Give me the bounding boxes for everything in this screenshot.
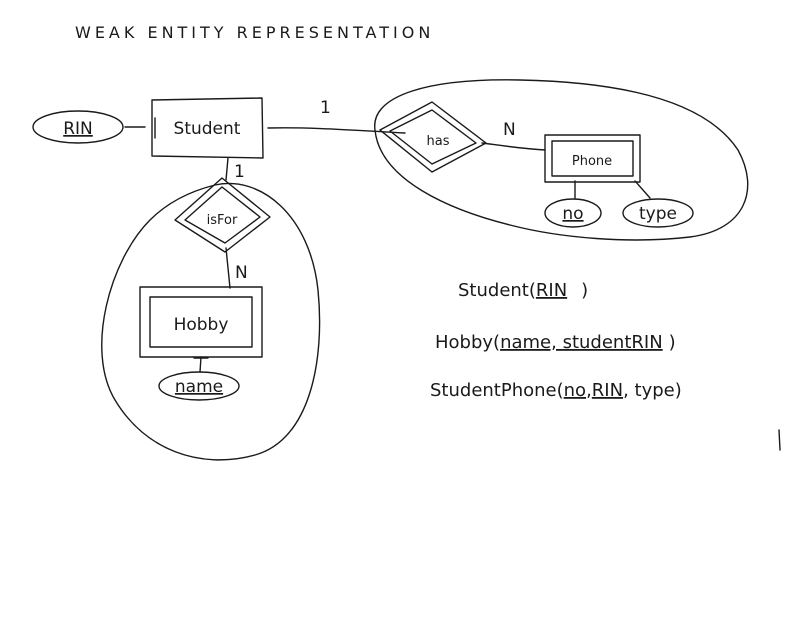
cardinality-student-has: 1 [320,98,331,118]
relationship-has-outer [379,101,487,173]
attribute-rin-ellipse [32,110,124,144]
cardinality-has-phone: N [503,120,516,140]
entity-hobby-inner [149,296,253,348]
hobby-group-ellipse [101,182,321,461]
attribute-no: no [562,204,583,224]
line-student-isfor [225,157,229,181]
cardinality-student-isfor: 1 [234,162,245,182]
line-has-phone [481,142,546,151]
entity-phone-inner [551,140,634,177]
attribute-type: type [639,204,677,224]
phone-group-ellipse [374,79,749,241]
attribute-no-ellipse [544,198,602,228]
attribute-name: name [175,377,223,397]
schema-studentphone: StudentPhone(no,RIN, type) [430,380,682,401]
cardinality-isfor-hobby: N [235,263,248,283]
attribute-type-ellipse [622,198,694,228]
entity-phone-outer [544,134,641,183]
relationship-has-inner [389,109,477,165]
attribute-rin: RIN [63,119,93,139]
relationship-has: has [427,134,450,149]
schema-student: Student(RIN) [458,280,588,301]
entity-hobby-outer [139,286,263,358]
entity-hobby: Hobby [174,315,229,335]
relationship-isfor-outer [174,177,271,253]
entity-phone: Phone [572,154,612,169]
line-phone-type [634,180,651,199]
diagram-title: WEAK ENTITY REPRESENTATION [75,23,434,42]
stray-mark [778,429,781,451]
entity-student-box [151,97,264,159]
attribute-name-ellipse [158,371,240,401]
relationship-isfor-inner [184,186,261,244]
line-isfor-hobby [225,247,231,289]
relationship-isfor: isFor [207,213,238,228]
schema-hobby: Hobby(name, studentRIN) [435,332,676,353]
line-hobby-name [193,356,209,373]
line-student-has [267,127,406,134]
entity-student: Student [174,119,241,139]
